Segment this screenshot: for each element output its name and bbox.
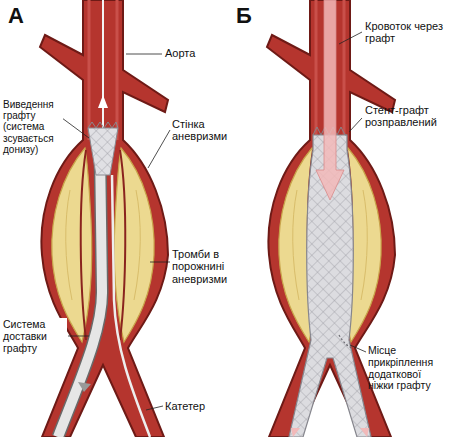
panel-letter: А xyxy=(8,4,38,29)
part-label: Тромби в порожнині аневризми xyxy=(172,248,238,285)
part-label: Система доставки графту xyxy=(1,318,67,355)
part-label: Кровоток через графт xyxy=(365,20,447,45)
part-label: Виведення графту (система зсувається дон… xyxy=(1,98,63,156)
panel-letter: Б xyxy=(236,4,266,29)
part-label: Стент-графт розправлений xyxy=(365,104,447,129)
part-label: Аорта xyxy=(165,47,225,59)
part-label: Місце прикріплення додаткової ніжки граф… xyxy=(368,345,448,392)
part-label: Стінка аневризми xyxy=(172,118,238,143)
part-label: Катетер xyxy=(165,400,225,412)
